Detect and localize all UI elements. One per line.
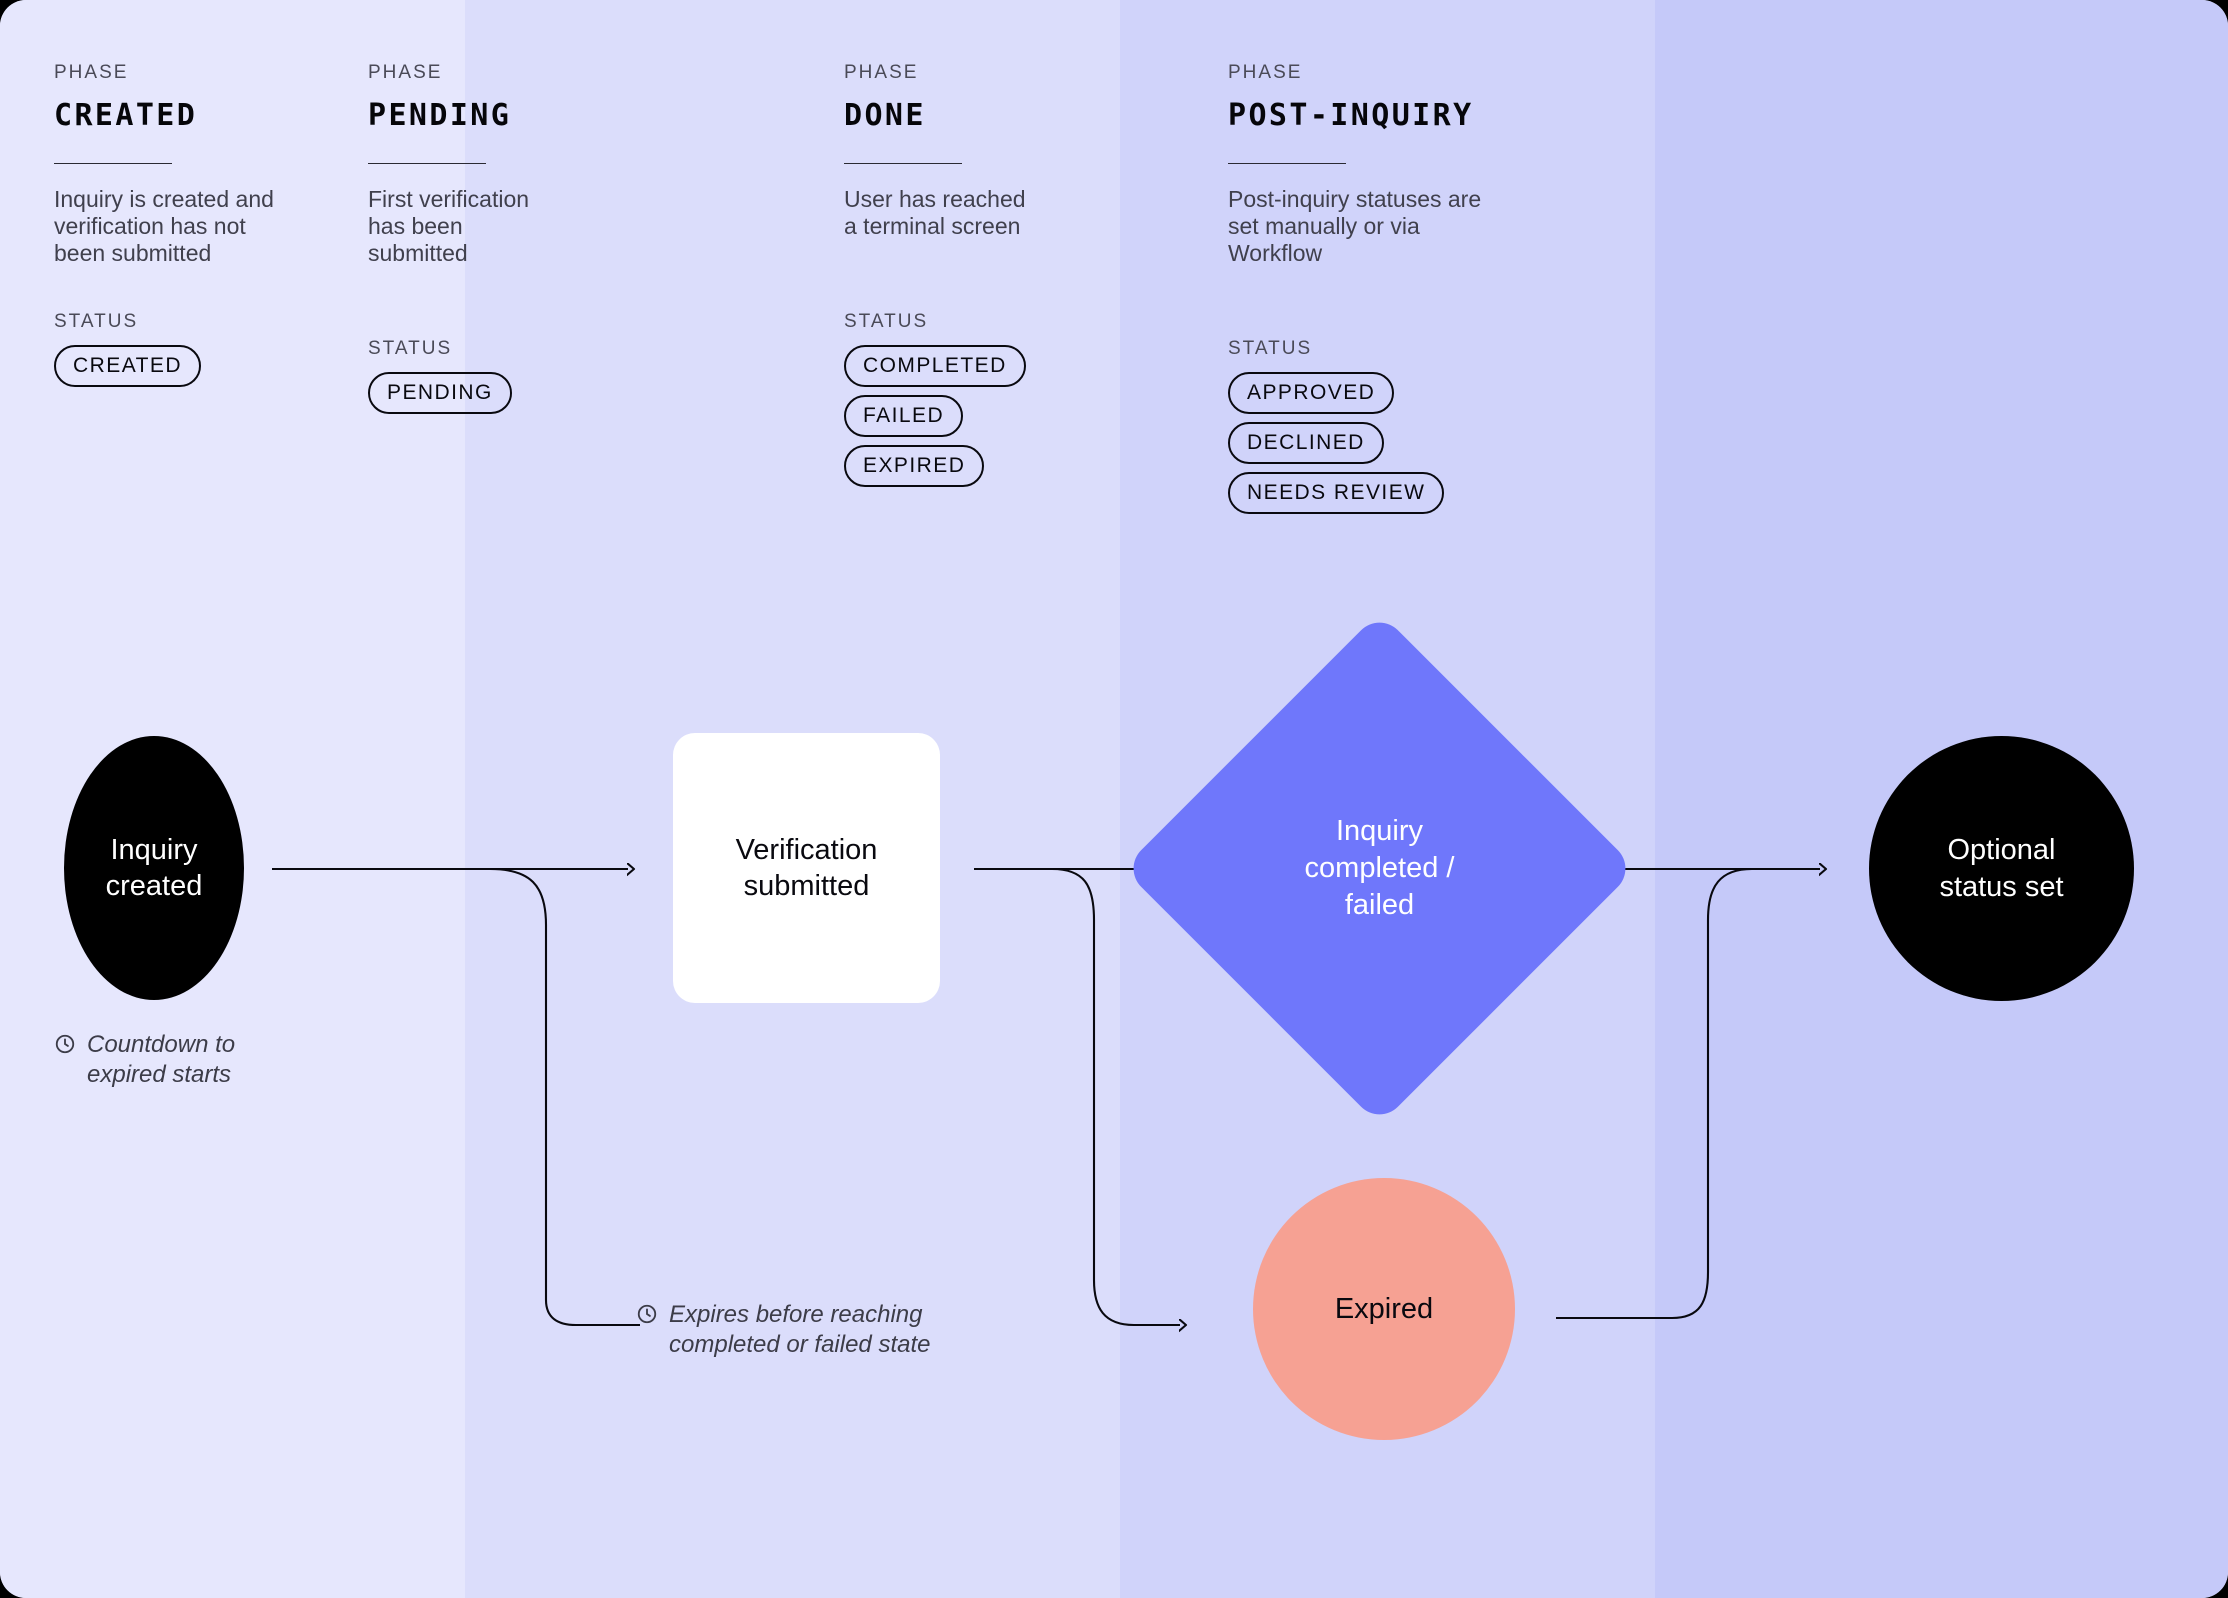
phase-kicker: PHASE: [54, 62, 129, 83]
node-label: Inquiry completed / failed: [1304, 814, 1455, 922]
status-badge[interactable]: EXPIRED: [844, 445, 985, 488]
annotation-text: Expires before reaching completed or fai…: [669, 1301, 931, 1359]
phase-kicker: PHASE: [368, 62, 443, 83]
phase-title: PENDING: [368, 98, 512, 133]
node-inquiry-created[interactable]: Inquiry created: [64, 736, 244, 1000]
status-kicker: STATUS: [54, 311, 139, 333]
divider: [844, 163, 962, 164]
divider: [1228, 163, 1346, 164]
clock-icon: [637, 1304, 657, 1324]
node-label: Inquiry created: [105, 833, 203, 902]
status-badge[interactable]: PENDING: [368, 372, 512, 415]
node-label: Verification submitted: [735, 833, 878, 902]
phase-column-created: PHASE CREATED Inquiry is created and ver…: [54, 0, 414, 1598]
status-kicker: STATUS: [368, 338, 453, 360]
phase-column-done: PHASE DONE User has reached a terminal s…: [844, 0, 1204, 1598]
phase-description: Inquiry is created and verification has …: [54, 186, 274, 267]
node-label: Optional status set: [1939, 834, 2064, 903]
annotation-countdown: Countdown to expired starts: [54, 1030, 324, 1091]
phase-description: First verification has been submitted: [368, 186, 530, 267]
status-kicker: STATUS: [844, 311, 929, 333]
phase-description: Post-inquiry statuses are set manually o…: [1228, 186, 1482, 267]
status-badge[interactable]: APPROVED: [1228, 372, 1395, 415]
clock-icon: [55, 1034, 75, 1054]
annotation-expires: Expires before reaching completed or fai…: [636, 1300, 966, 1361]
phase-column-pending: PHASE PENDING First verification has bee…: [368, 0, 728, 1598]
phase-title: DONE: [844, 98, 926, 133]
phase-kicker: PHASE: [1228, 62, 1303, 83]
status-badge[interactable]: DECLINED: [1228, 422, 1384, 465]
node-verification-submitted[interactable]: Verification submitted: [673, 733, 940, 1003]
node-expired[interactable]: Expired: [1253, 1178, 1515, 1440]
annotation-text: Countdown to expired starts: [87, 1031, 236, 1089]
phase-title: POST-INQUIRY: [1228, 98, 1474, 133]
status-badge-list: COMPLETED FAILED EXPIRED: [844, 345, 1204, 488]
phase-column-post-inquiry: PHASE POST-INQUIRY Post-inquiry statuses…: [1228, 0, 1648, 1598]
divider: [54, 163, 172, 164]
status-badge[interactable]: FAILED: [844, 395, 964, 438]
status-badge[interactable]: CREATED: [54, 345, 201, 388]
status-badge-list: PENDING: [368, 372, 728, 415]
status-badge[interactable]: NEEDS REVIEW: [1228, 472, 1445, 515]
phase-description: User has reached a terminal screen: [844, 186, 1026, 240]
node-inquiry-completed-failed[interactable]: Inquiry completed / failed: [1122, 611, 1637, 1126]
node-label: Expired: [1334, 1292, 1434, 1325]
status-kicker: STATUS: [1228, 338, 1313, 360]
node-optional-status-set[interactable]: Optional status set: [1869, 736, 2134, 1001]
status-badge-list: CREATED: [54, 345, 414, 388]
divider: [368, 163, 486, 164]
phase-title: CREATED: [54, 98, 198, 133]
phase-kicker: PHASE: [844, 62, 919, 83]
status-badge[interactable]: COMPLETED: [844, 345, 1026, 388]
status-badge-list: APPROVED DECLINED NEEDS REVIEW: [1228, 372, 1648, 515]
